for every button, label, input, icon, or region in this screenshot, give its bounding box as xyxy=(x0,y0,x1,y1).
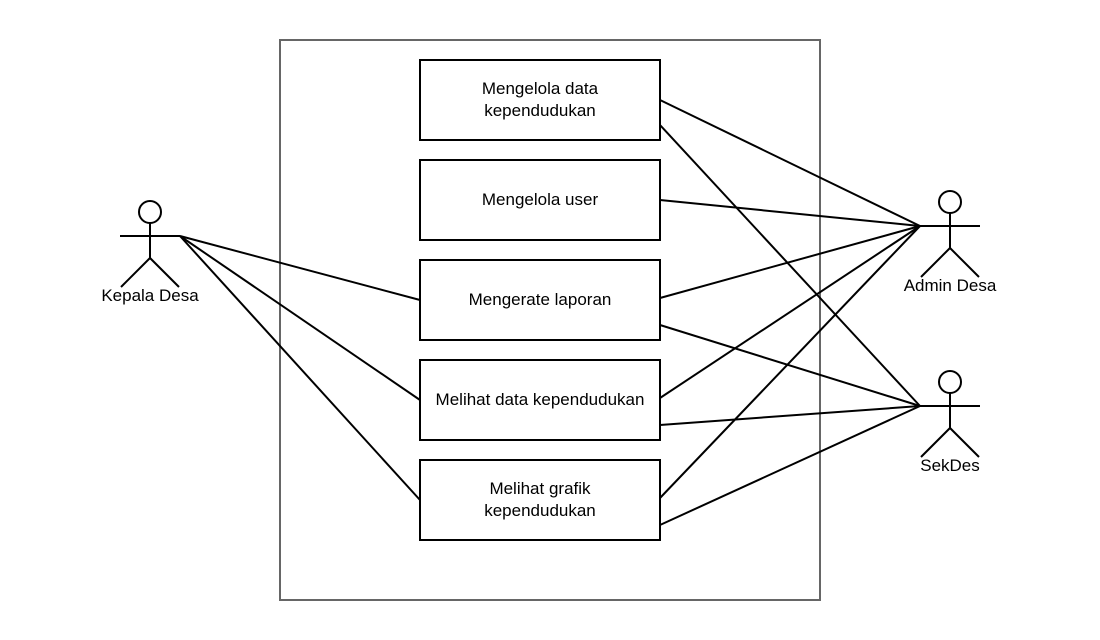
actor-kepala-icon xyxy=(120,200,180,288)
actor-left-leg xyxy=(920,247,951,278)
association-admin-uc3 xyxy=(659,225,921,299)
use-case-box-uc4 xyxy=(419,359,661,441)
association-admin-uc2 xyxy=(659,199,921,227)
use-case-box-uc1 xyxy=(419,59,661,141)
use-case-box-uc5 xyxy=(419,459,661,541)
actor-right-leg xyxy=(949,247,980,278)
association-kepala-uc4 xyxy=(179,235,421,401)
actor-left-leg xyxy=(120,257,151,288)
association-sekdes-uc5 xyxy=(659,405,921,526)
actor-head xyxy=(938,190,962,214)
association-admin-uc1 xyxy=(659,99,921,227)
actor-label-sekdes: SekDes xyxy=(920,456,980,475)
actor-sekdes-icon xyxy=(920,370,980,458)
associations-layer xyxy=(179,99,921,526)
association-sekdes-uc1 xyxy=(659,124,921,407)
use-case-label-uc1: Mengelola data kependudukan xyxy=(481,79,599,120)
association-kepala-uc3 xyxy=(179,235,421,301)
actor-label-kepala: Kepala Desa xyxy=(101,286,199,305)
use-case-box-uc2 xyxy=(419,159,661,241)
use-case-label-uc4: Melihat data kependudukan xyxy=(435,390,645,409)
system-boundary xyxy=(279,39,821,601)
association-kepala-uc5 xyxy=(179,235,421,501)
use-case-label-uc2: Mengelola user xyxy=(481,190,599,209)
use-case-label-uc5: Melihat grafik kependudukan xyxy=(484,479,596,520)
association-admin-uc4 xyxy=(659,225,921,399)
actor-left-leg xyxy=(920,427,951,458)
use-case-label-uc3: Mengerate laporan xyxy=(468,290,612,309)
actor-right-leg xyxy=(949,427,980,458)
use-case-box-uc3 xyxy=(419,259,661,341)
actor-head xyxy=(938,370,962,394)
shapes-layer xyxy=(120,59,980,541)
actor-label-admin: Admin Desa xyxy=(903,276,997,295)
actor-admin-icon xyxy=(920,190,980,278)
actor-right-leg xyxy=(149,257,180,288)
association-admin-uc5 xyxy=(659,225,921,499)
association-sekdes-uc3 xyxy=(659,324,921,407)
actor-head xyxy=(138,200,162,224)
association-sekdes-uc4 xyxy=(659,405,921,426)
